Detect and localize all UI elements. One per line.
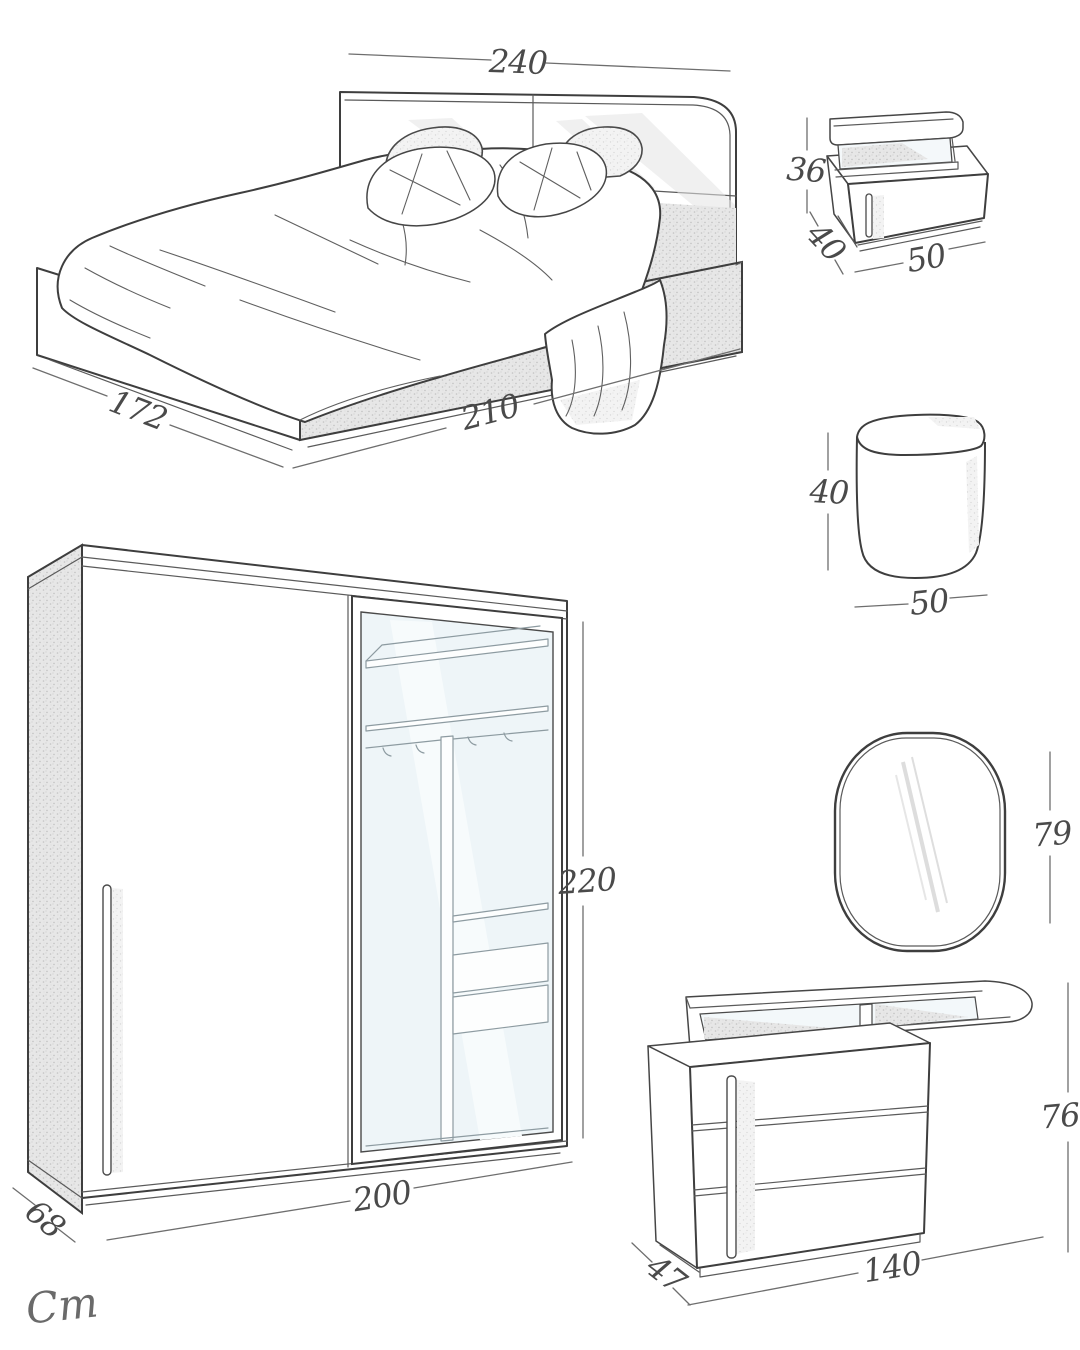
bed-duvet: [56, 147, 662, 423]
bed-width-label: 240: [487, 42, 548, 82]
wardrobe-height-label: 220: [556, 860, 618, 902]
dresser-front-face: [689, 1042, 931, 1269]
pouf-illustration: [855, 413, 986, 579]
dresser-handle: [726, 1075, 737, 1259]
wardrobe-handle: [102, 884, 112, 1176]
pouf-dimensions: 40 50: [808, 432, 988, 623]
nightstand-illustration: [826, 111, 989, 252]
dresser-width-label: 140: [860, 1244, 924, 1291]
nightstand-width-label: 50: [904, 236, 949, 280]
wardrobe-interior: [365, 620, 549, 1147]
wardrobe-illustration: [27, 543, 568, 1216]
wardrobe-side-panel: [27, 543, 83, 1216]
artist-signature: Cm: [24, 1277, 101, 1333]
nightstand-handle: [865, 193, 873, 238]
bed-illustration: [36, 91, 743, 451]
pouf-width-label: 50: [908, 581, 951, 623]
mirror-illustration: [833, 731, 1007, 953]
pouf-height-label: 40: [808, 472, 850, 512]
wardrobe-width-label: 200: [349, 1173, 414, 1220]
bed-pillow-left: [366, 146, 496, 227]
nightstand-height-label: 36: [785, 150, 827, 191]
bed-pillow-right: [496, 142, 608, 218]
dresser-illustration: [647, 980, 1033, 1278]
dresser-height-label: 76: [1039, 1095, 1080, 1136]
pouf-body: [855, 436, 986, 579]
mirror-dimensions: 79: [1031, 751, 1074, 924]
dresser-shelf: [685, 980, 1033, 1049]
mirror-height-label: 79: [1031, 813, 1074, 854]
